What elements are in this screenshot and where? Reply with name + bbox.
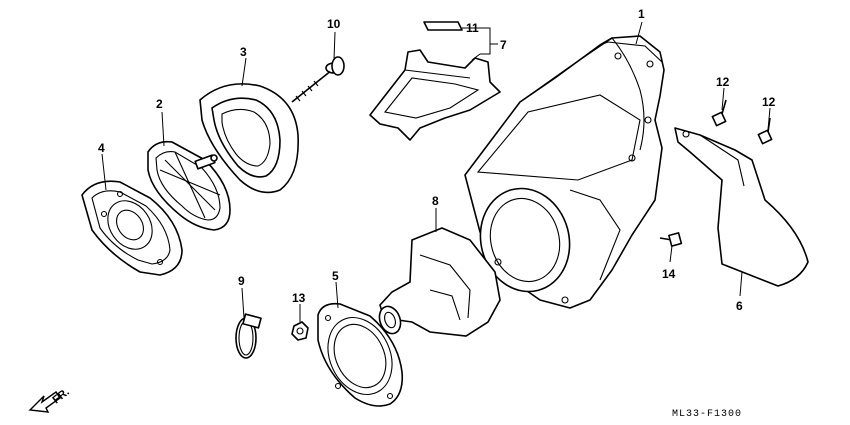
- connecting-tube-part: [378, 227, 501, 337]
- callout-14: 14: [662, 267, 676, 281]
- lid-part: [369, 21, 501, 141]
- callout-11: 11: [466, 21, 479, 35]
- leader-lines: [101, 21, 771, 322]
- band-clamp-part: [235, 313, 262, 359]
- callout-10: 10: [327, 17, 341, 31]
- drawing-code: ML33-F1300: [672, 409, 742, 420]
- callout-5: 5: [332, 269, 339, 283]
- callout-6: 6: [736, 299, 743, 313]
- callout-1: 1: [638, 7, 645, 21]
- nut-13-part: [291, 321, 309, 341]
- side-cover-part: [674, 127, 809, 287]
- callout-3: 3: [240, 45, 247, 59]
- callout-13: 13: [292, 291, 306, 305]
- callout-8: 8: [432, 194, 439, 208]
- callout-12a: 12: [716, 75, 730, 89]
- bolt-10-part: [291, 56, 345, 103]
- front-arrow-icon: [28, 391, 61, 413]
- gasket-plate-part: [317, 302, 404, 407]
- element-holder-part: [147, 140, 231, 231]
- bolt-12a-part: [711, 99, 727, 127]
- air-cleaner-case-part: [464, 35, 665, 309]
- cover-plate-part: [81, 180, 183, 276]
- callout-7: 7: [500, 38, 507, 52]
- callout-4: 4: [98, 141, 105, 155]
- bolt-12b-part: [757, 117, 773, 145]
- callout-2: 2: [156, 97, 163, 111]
- bolt-14-part: [659, 232, 683, 247]
- filter-element-part: [199, 83, 299, 194]
- callout-12b: 12: [762, 95, 776, 109]
- callout-9: 9: [238, 274, 245, 288]
- front-direction-indicator: FR.: [28, 386, 72, 413]
